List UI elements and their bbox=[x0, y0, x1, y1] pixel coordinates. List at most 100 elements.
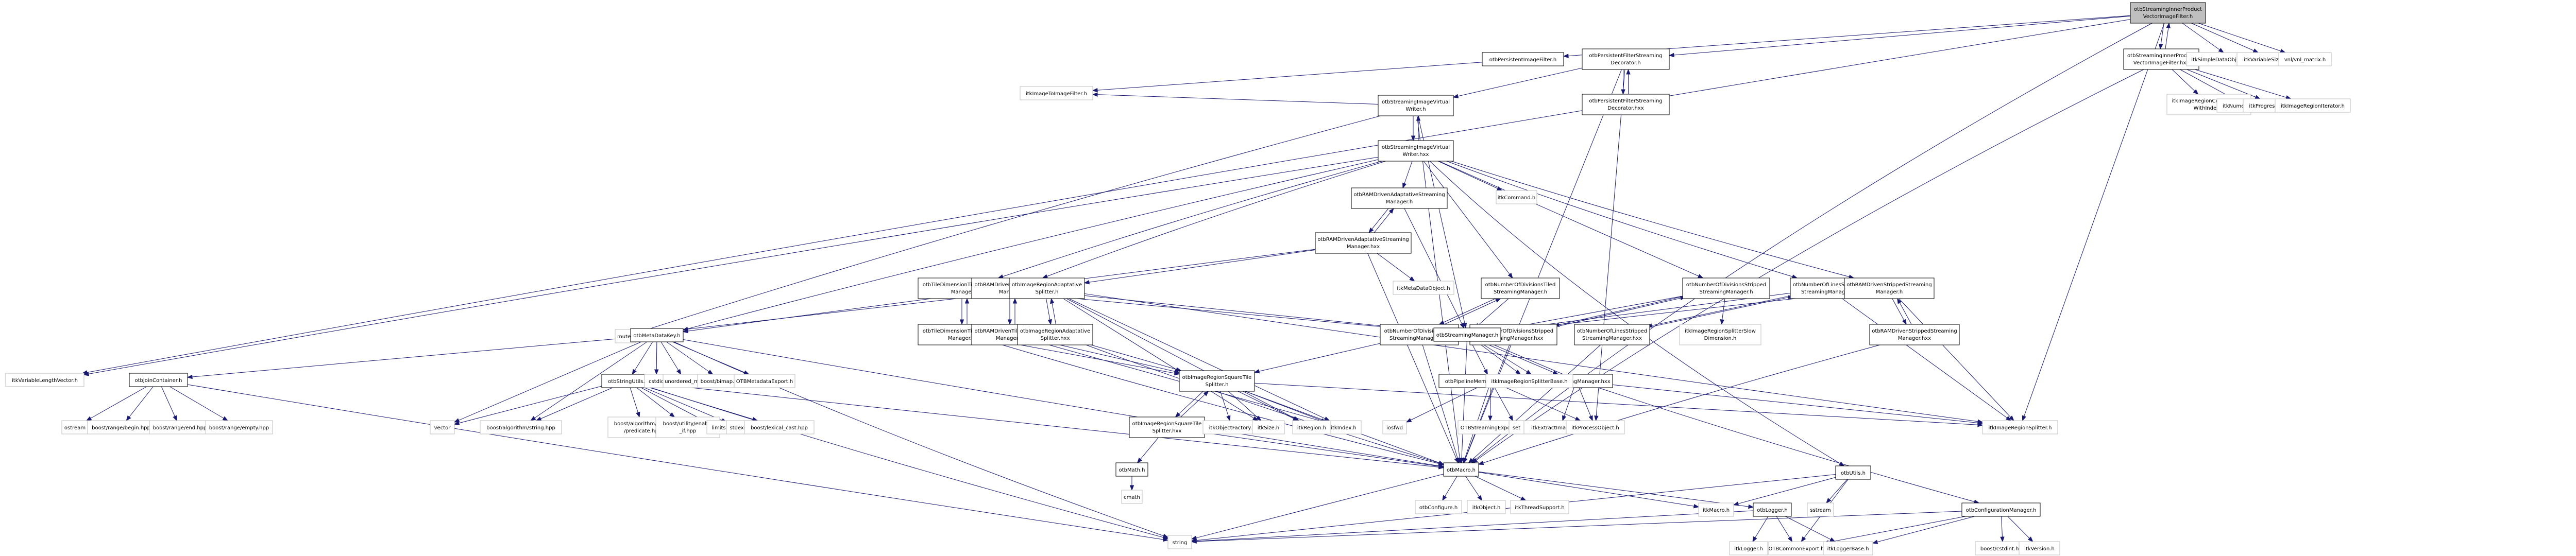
node-box bbox=[1835, 465, 1871, 480]
node-set: set bbox=[1509, 420, 1524, 435]
node-itkindex-h: itkIndex.h bbox=[1326, 420, 1362, 435]
node-box bbox=[1582, 94, 1670, 115]
node-label: itkVariableLengthVector.h bbox=[12, 378, 78, 384]
node-label: itkImageToImageFilter.h bbox=[1026, 91, 1087, 97]
node-label: Manager.hxx bbox=[1347, 244, 1380, 250]
arrowhead bbox=[1012, 298, 1018, 304]
arrowhead bbox=[1411, 135, 1416, 142]
node-otbnumberofdivisionstiledstreamingmanager-h[interactable]: otbNumberOfDivisionsTiledStreamingManage… bbox=[1481, 277, 1560, 299]
edge-sivwhxx-to-otbutils bbox=[1429, 161, 1844, 466]
edge-sivwhxx-to-divstrip bbox=[1438, 161, 1703, 279]
node-otbstreamingmanager-h[interactable]: otbStreamingManager.h bbox=[1433, 327, 1501, 342]
node-label: StreamingManager.h bbox=[1699, 289, 1753, 295]
node-sstream: sstream bbox=[1807, 502, 1834, 517]
node-label: boost/algorithm/string.hpp bbox=[486, 425, 555, 431]
arrowhead bbox=[1405, 418, 1412, 423]
node-otbmetadatakey-h[interactable]: otbMetaDataKey.h bbox=[630, 328, 684, 342]
node-box bbox=[205, 420, 273, 435]
node-label: itkLoggerBase.h bbox=[1827, 546, 1869, 552]
arrowhead bbox=[187, 374, 193, 379]
arrowhead bbox=[1203, 391, 1209, 396]
node-otbpersistentfilterstreamingdecorator-hxx[interactable]: otbPersistentFilterStreamingDecorator.hx… bbox=[1582, 94, 1670, 115]
node-box bbox=[2019, 541, 2060, 555]
node-label: otbNumberOfLinesStripped bbox=[1577, 328, 1647, 334]
arrowhead bbox=[1697, 274, 1704, 279]
node-itkregion-h: itkRegion.h bbox=[1292, 420, 1331, 435]
edge-adaptsplit-to-itkregion bbox=[1066, 298, 1299, 421]
edge-joincont-to-rbegin bbox=[126, 386, 154, 421]
node-label: itkObject.h bbox=[1472, 505, 1501, 511]
edge-sivw-to-mutex bbox=[635, 115, 1381, 334]
node-label: boost/bimap.hpp bbox=[701, 379, 744, 385]
node-boost-range-begin-hpp: boost/range/begin.hpp bbox=[87, 420, 155, 435]
edge-adaptsplit-to-itkindex bbox=[1069, 298, 1330, 421]
arrowhead bbox=[2166, 22, 2171, 29]
node-otbpersistentimagefilter-h[interactable]: otbPersistentImageFilter.h bbox=[1482, 52, 1564, 66]
arrowhead bbox=[1787, 536, 1793, 543]
arrowhead bbox=[83, 372, 90, 376]
node-iosfwd: iosfwd bbox=[1382, 420, 1407, 435]
edge-sqsplithxx-to-sqsplit bbox=[1180, 391, 1209, 418]
node-label: Manager.hxx bbox=[1898, 336, 1931, 341]
node-box bbox=[2130, 2, 2206, 24]
node-label: itkLogger.h bbox=[1734, 546, 1763, 552]
arrowhead bbox=[1442, 495, 1447, 501]
node-box bbox=[1167, 535, 1192, 549]
arrowhead bbox=[1826, 498, 1832, 504]
node-label: otbStreamingInnerProduct bbox=[2134, 7, 2202, 12]
node-ostream: ostream bbox=[61, 420, 89, 435]
edge-sqsplithxx-to-otbmath bbox=[1137, 437, 1159, 463]
node-otbmath-h[interactable]: otbMath.h bbox=[1115, 462, 1148, 477]
arrowhead bbox=[636, 411, 640, 418]
arrowhead bbox=[1175, 367, 1182, 372]
arrowhead bbox=[1256, 415, 1262, 421]
edge-adaptsplit-to-regsplit bbox=[1084, 293, 1983, 423]
arrowhead bbox=[1438, 320, 1445, 325]
node-label: OTBMetadataExport.h bbox=[736, 379, 793, 385]
arrowhead bbox=[1897, 298, 1902, 304]
node-otbnumberoflinesstrippedstreamingmanager-hxx[interactable]: otbNumberOfLinesStrippedStreamingManager… bbox=[1574, 324, 1650, 345]
node-otbnumberofdivisionsstrippedstreamingmanager-h[interactable]: otbNumberOfDivisionsStrippedStreamingMan… bbox=[1682, 277, 1770, 299]
node-label: otbPersistentImageFilter.h bbox=[1489, 57, 1557, 63]
node-itkvariablelengthvector-h: itkVariableLengthVector.h bbox=[5, 373, 84, 387]
node-otbcommonexport-h: OTBCommonExport.h bbox=[1768, 541, 1824, 555]
edge-divstrip-to-divstriphxx bbox=[1554, 297, 1681, 326]
node-label: otbStringUtils.h bbox=[608, 379, 648, 385]
edge-pipemem-to-set bbox=[1494, 387, 1513, 421]
node-otbutils-h[interactable]: otbUtils.h bbox=[1835, 465, 1871, 480]
edge-persdec-to-sivw bbox=[1453, 67, 1583, 98]
node-label: StreamingManager.h bbox=[1494, 289, 1547, 295]
node-boost-algorithm-string-hpp: boost/algorithm/string.hpp bbox=[480, 420, 562, 435]
edge-sivwhxx-to-itkcommand bbox=[1438, 161, 1502, 191]
edge-sqsplit-to-sqsplithxx bbox=[1175, 391, 1204, 418]
node-box bbox=[1415, 500, 1462, 514]
node-otbconfigurationmanager-h[interactable]: otbConfigurationManager.h bbox=[1961, 502, 2041, 517]
node-label: otbJoinContainer.h bbox=[134, 378, 182, 384]
node-otbstreaminginnerproductvectorimagefilter-h[interactable]: otbStreamingInnerProductVectorImageFilte… bbox=[2130, 2, 2206, 24]
node-box bbox=[1729, 541, 1768, 555]
node-label: otbImageRegionSquareTile bbox=[1182, 375, 1252, 380]
node-otbmacro-h[interactable]: otbMacro.h bbox=[1443, 462, 1479, 477]
edge-sivwhxx-to-metakey bbox=[683, 159, 1379, 331]
node-otbjoincontainer-h[interactable]: otbJoinContainer.h bbox=[129, 373, 188, 387]
node-label: otbStreamingImageVirtual bbox=[1382, 99, 1450, 105]
node-label: itkMetaDataObject.h bbox=[1397, 286, 1450, 291]
node-otbramdrivenadaptativestreamingmanager-hxx[interactable]: otbRAMDrivenAdaptativeStreamingManager.h… bbox=[1315, 232, 1412, 254]
arrowhead bbox=[2027, 536, 2033, 542]
arrowhead bbox=[1478, 461, 1484, 465]
node-box bbox=[1481, 277, 1560, 299]
edge-root-to-vnlmatrix bbox=[2198, 23, 2285, 53]
edge-confmgr-to-itkversion bbox=[2007, 516, 2033, 542]
node-otblogger-h[interactable]: otbLogger.h bbox=[1753, 502, 1792, 517]
node-box bbox=[1869, 324, 1960, 345]
